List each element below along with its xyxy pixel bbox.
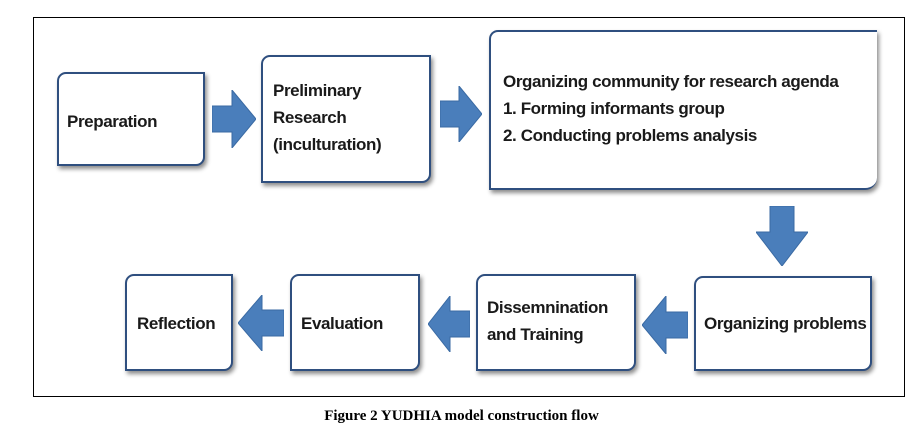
box-evaluation: Evaluation: [290, 274, 420, 371]
preliminary-line-2: Research: [273, 108, 347, 127]
preliminary-line-3: (inculturation): [273, 135, 382, 154]
box-organizing-community: Organizing community for research agenda…: [489, 30, 877, 190]
arrow-right-2-icon: [440, 86, 482, 142]
arrow-left-2-icon: [428, 296, 470, 352]
organizing-community-item-2: 2. Conducting problems analysis: [503, 126, 757, 145]
box-organizing-problems-label: Organizing problems: [704, 314, 867, 333]
organizing-community-item-1: 1. Forming informants group: [503, 99, 725, 118]
dissemination-line-2: and Training: [487, 325, 584, 344]
box-dissemination-training: Dissemnination and Training: [476, 274, 636, 371]
box-reflection: Reflection: [125, 274, 233, 371]
box-organizing-community-content: Organizing community for research agenda…: [503, 68, 839, 149]
arrow-down-icon: [756, 206, 808, 266]
box-evaluation-label: Evaluation: [301, 314, 383, 333]
box-dissemination-training-label: Dissemnination and Training: [487, 294, 608, 348]
box-preparation: Preparation: [57, 72, 205, 166]
box-preparation-label: Preparation: [67, 112, 158, 131]
box-preliminary-research-label: Preliminary Research (inculturation): [273, 77, 382, 158]
arrow-left-3-icon: [238, 295, 284, 351]
organizing-community-title: Organizing community for research agenda: [503, 72, 839, 91]
dissemination-line-1: Dissemnination: [487, 298, 608, 317]
box-reflection-label: Reflection: [137, 314, 216, 333]
arrow-left-1-icon: [642, 296, 688, 354]
figure-caption: Figure 2 YUDHIA model construction flow: [324, 408, 599, 424]
box-organizing-problems: Organizing problems: [694, 276, 872, 371]
box-preliminary-research: Preliminary Research (inculturation): [261, 55, 431, 183]
arrow-right-1-icon: [212, 90, 256, 148]
preliminary-line-1: Preliminary: [273, 81, 362, 100]
